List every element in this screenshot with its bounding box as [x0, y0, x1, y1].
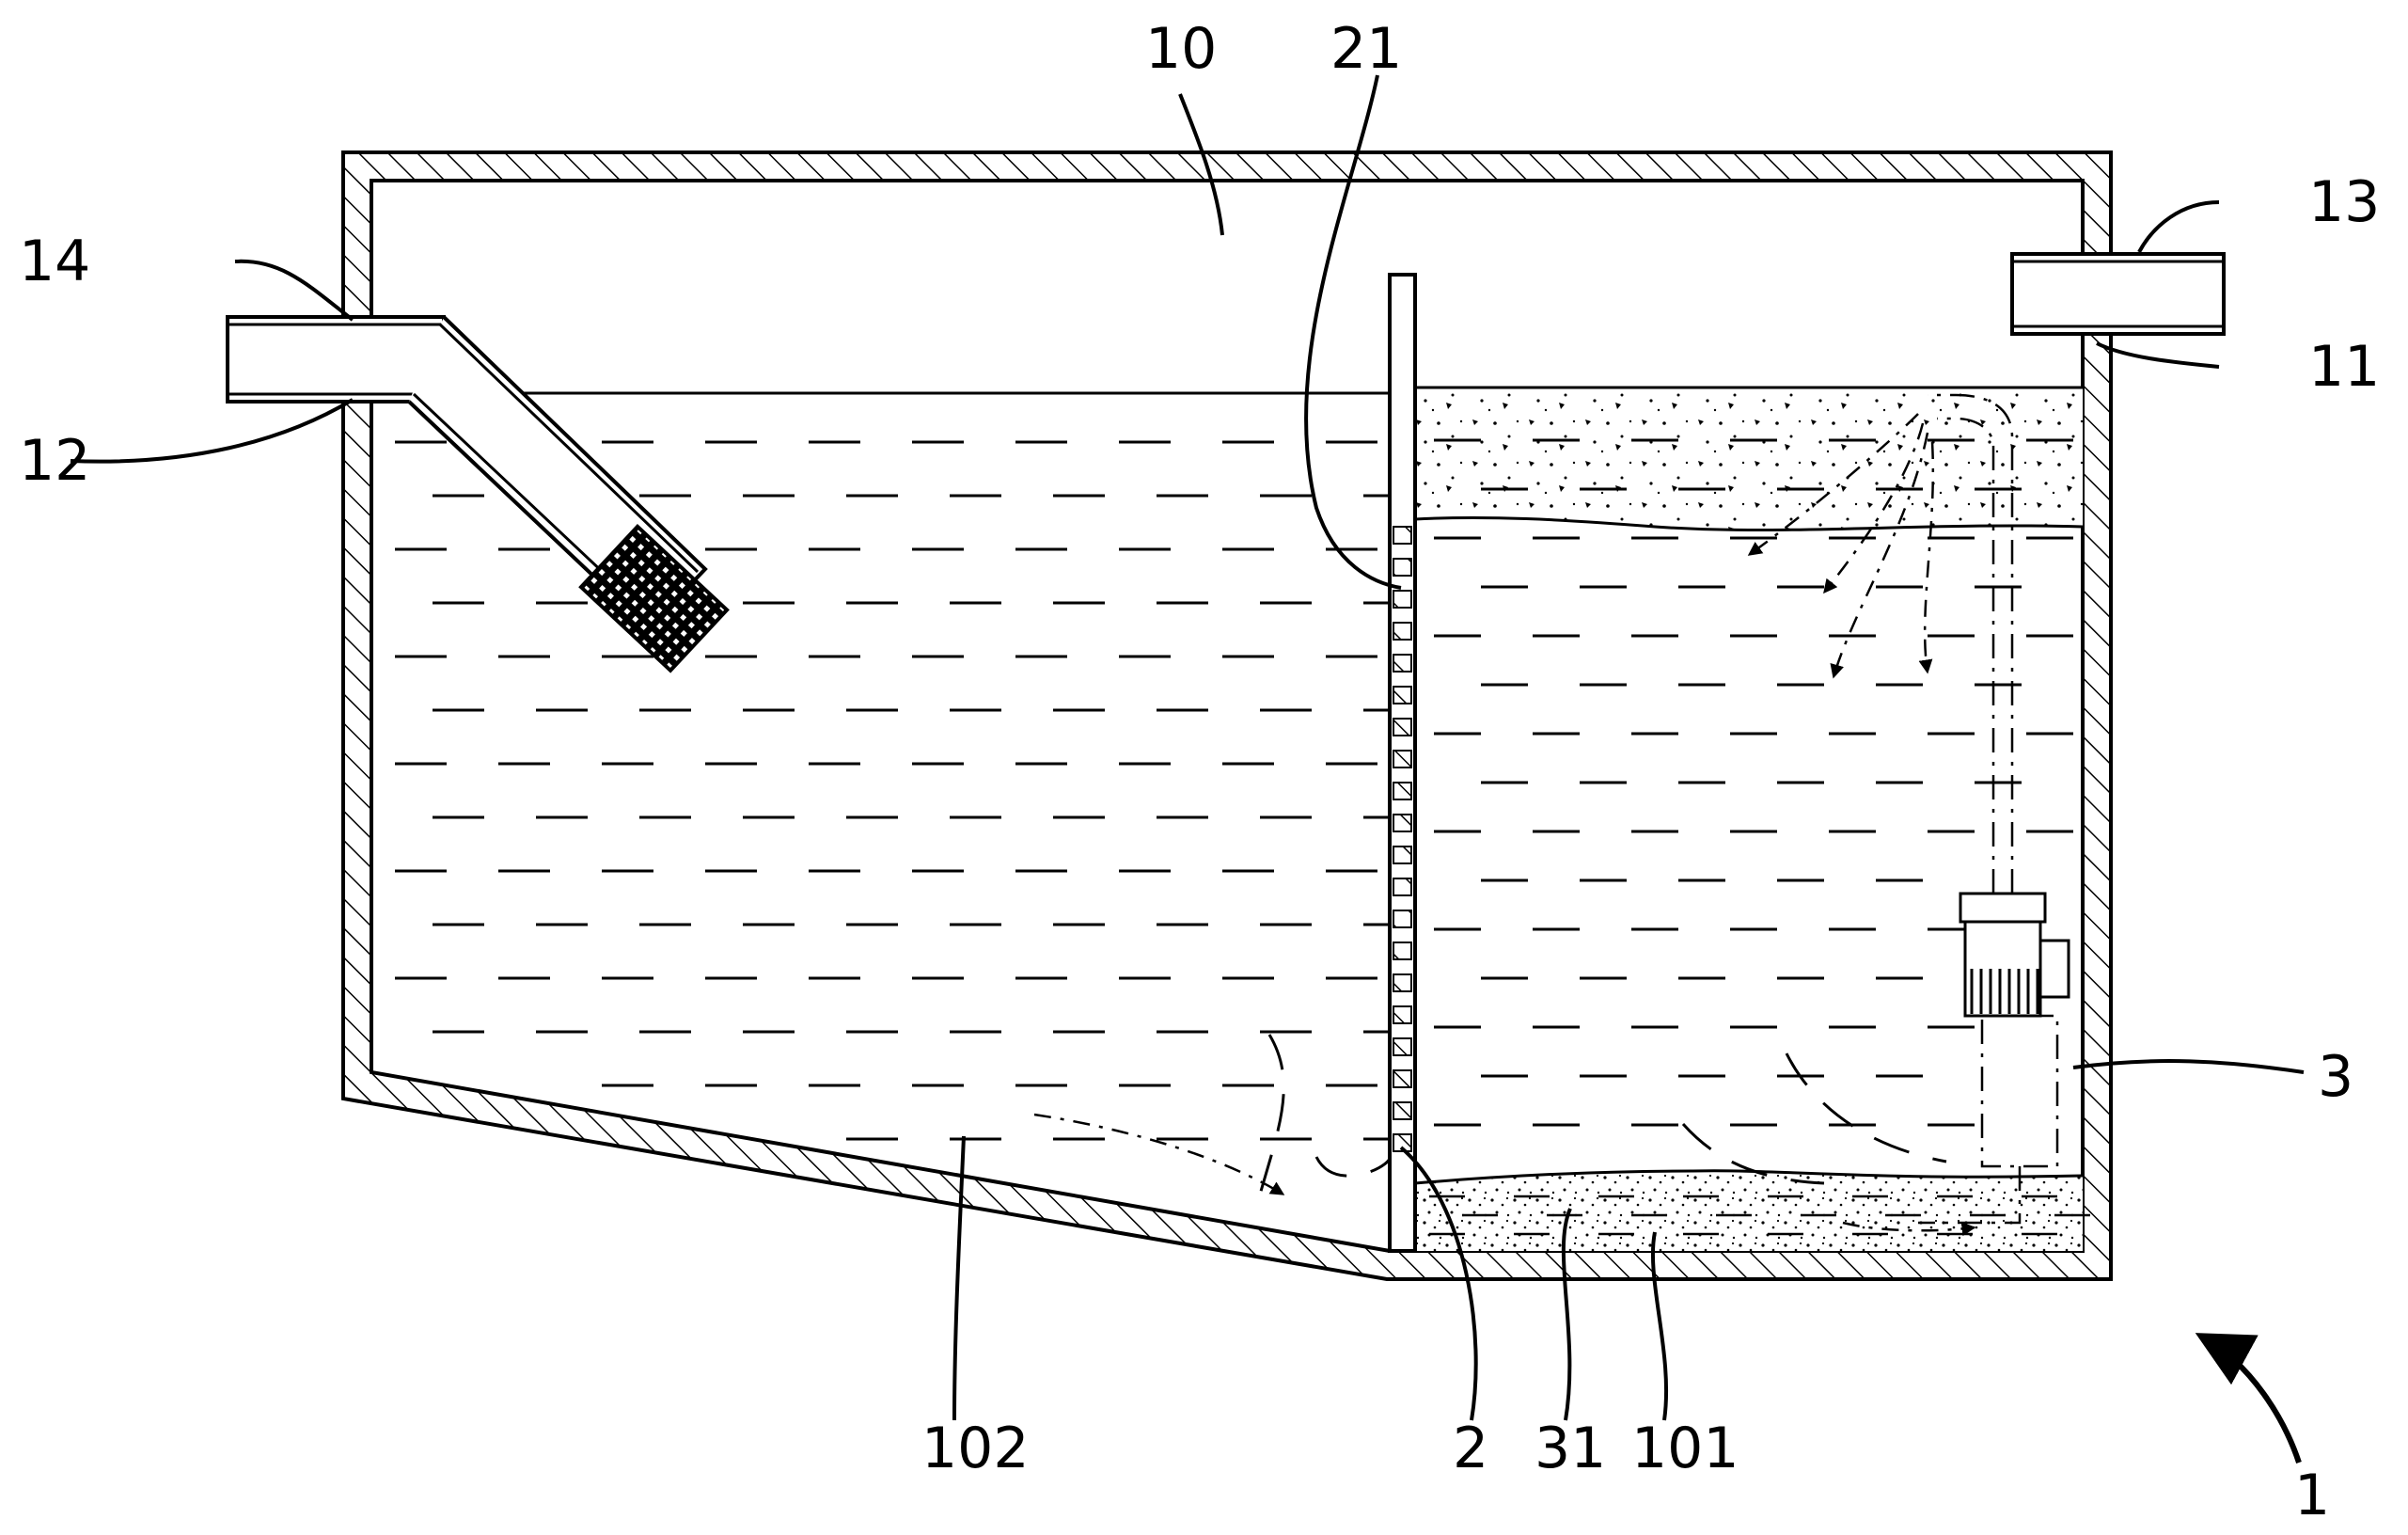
label-14: 14: [19, 229, 90, 294]
partition-aperture: [1393, 686, 1412, 704]
partition-aperture: [1393, 558, 1412, 577]
partition-aperture: [1393, 973, 1412, 992]
partition-aperture: [1393, 750, 1412, 768]
label-102: 102: [921, 1416, 1030, 1481]
scum-layer: [1414, 386, 2084, 1127]
partition-aperture: [1393, 1037, 1412, 1056]
flow-arrows: [1033, 413, 1976, 1237]
water-left-chamber: [371, 391, 1415, 1141]
label-1: 1: [2294, 1463, 2330, 1528]
label-2: 2: [1453, 1416, 1488, 1481]
label-21: 21: [1330, 16, 1402, 82]
label-3: 3: [2318, 1044, 2353, 1110]
partition-plate: [1388, 273, 1417, 1253]
partition-aperture: [1393, 590, 1412, 609]
label-12: 12: [19, 428, 90, 494]
partition-aperture: [1393, 622, 1412, 641]
partition-aperture: [1393, 718, 1412, 736]
partition-aperture: [1393, 814, 1412, 832]
label-13: 13: [2308, 169, 2380, 235]
label-11: 11: [2308, 334, 2380, 400]
reference-labels: 10 21 13 14 11 12 3 102 2 31 101 1: [19, 16, 2380, 1528]
filter-basket: [578, 523, 730, 673]
inlet-pipe: [226, 315, 730, 673]
pump-unit: [1918, 393, 2070, 1225]
partition-aperture: [1393, 1005, 1412, 1024]
tank-wall: [341, 150, 2113, 1281]
label-10: 10: [1145, 16, 1217, 82]
label-101: 101: [1631, 1416, 1739, 1481]
partition-aperture: [1393, 654, 1412, 673]
outlet-pipe: [2010, 252, 2226, 336]
partition-aperture: [1393, 910, 1412, 928]
water-dashes-right: [1434, 438, 2073, 1127]
partition-aperture: [1393, 1069, 1412, 1088]
partition-aperture: [1393, 878, 1412, 896]
partition-aperture: [1393, 942, 1412, 960]
partition-aperture: [1393, 526, 1412, 545]
leader-lines: [70, 74, 2305, 1464]
sediment-layer: [1414, 1169, 2090, 1251]
partition-aperture: [1393, 1133, 1412, 1152]
partition-aperture: [1393, 782, 1412, 800]
partition-aperture: [1393, 1101, 1412, 1120]
partition-aperture: [1393, 846, 1412, 864]
label-31: 31: [1535, 1416, 1606, 1481]
water-dashes-left: [395, 440, 1415, 1141]
sediment-dashes: [1429, 1195, 2090, 1236]
